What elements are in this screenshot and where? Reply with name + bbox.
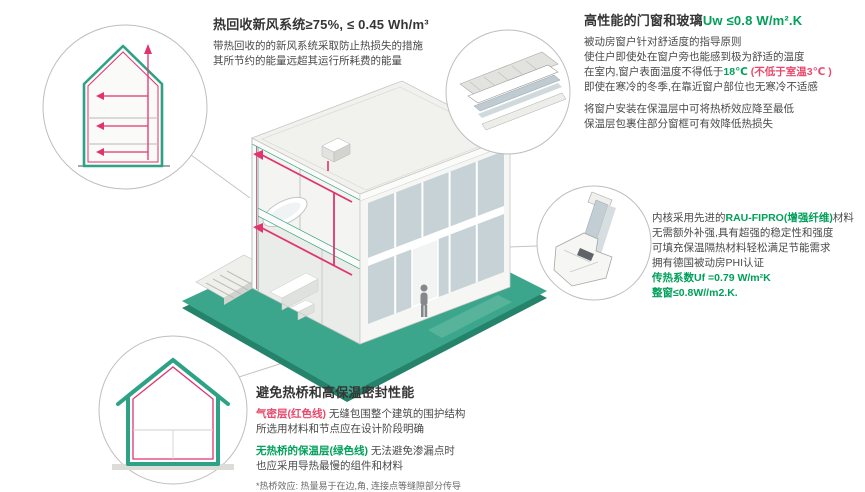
connector-profile: [506, 245, 538, 248]
ventilation-body-2: 其所节约的能量远超其运行所耗费的能量: [213, 55, 402, 67]
window-profile-detail: [553, 191, 616, 287]
roof: [251, 80, 511, 202]
profile-callout: 内核采用先进的RAU-FIPRO(增强纤维)材料 无需额外补强,具有超强的稳定性…: [652, 211, 865, 301]
insulation-p2: 所选用材料和节点应在设计阶段明确: [256, 423, 424, 435]
duct-upper: [261, 154, 353, 203]
platform-path: [428, 295, 512, 338]
profile-p4: 拥有德国被动房PHI认证: [652, 257, 765, 269]
profile-u-value-frame: 传热系数Uf =0.79 W/m²K: [652, 272, 771, 284]
profile-glass-2: [592, 205, 616, 257]
window-title-main: 高性能的门窗和玻璃: [584, 13, 703, 28]
profile-p1-text: 内核采用先进的: [652, 212, 726, 224]
insulation-layer-label: 无热桥的保温层(绿色线): [256, 445, 368, 457]
insulation-p1-text: 无缝包围整个建筑的围护结构: [326, 408, 466, 420]
person-figure: [420, 284, 428, 317]
glazing-upper: [368, 151, 504, 258]
facade-slab-band: [368, 206, 504, 266]
window-p3: 在室内,窗户表面温度不得低于18℃ (不低于室温3℃ ): [584, 65, 862, 80]
profile-p3: 可填充保温隔热材料轻松满足节能需求: [652, 242, 831, 254]
insulation-circle: [98, 335, 248, 485]
window-corner-circle: [445, 29, 571, 155]
window-p3-text: 在室内,窗户表面温度不得低于: [584, 66, 724, 78]
left-wall-cut: [251, 137, 259, 292]
duct-arrows: [253, 150, 263, 233]
ventilation-callout: 热回收新风系统≥75%, ≤ 0.45 Wh/m³ 带热回收的的新风系统采取防止…: [213, 14, 513, 69]
wall-band: [459, 51, 559, 97]
window-frame: [467, 64, 559, 104]
insulation-title: 避免热桥和高保温密封性能: [256, 385, 415, 400]
ventilation-ducts: [261, 154, 353, 276]
window-p4: 即使在寒冷的冬季,在靠近窗户部位也无寒冷不适感: [584, 81, 818, 93]
profile-body: [553, 232, 613, 287]
window-sill: [481, 92, 567, 131]
airflow-arrows: [96, 44, 152, 156]
insulation-p4: 也应采用导热最慢的组件和材料: [256, 460, 403, 472]
interior-upper-room: [252, 138, 360, 261]
insulation-ground: [112, 464, 234, 470]
kitchen-counter: [269, 272, 319, 321]
profile-gasket: [577, 248, 594, 261]
insulation-p1: 气密层(红色线) 无缝包围整个建筑的围护结构: [256, 407, 576, 422]
duct-mid: [261, 227, 353, 276]
profile-p1: 内核采用先进的RAU-FIPRO(增强纤维)材料: [652, 211, 865, 226]
cutaway-house: [251, 80, 511, 345]
glass-pane-2: [478, 83, 562, 118]
window-corner-detail: [459, 51, 567, 131]
ventilation-title: 热回收新风系统≥75%, ≤ 0.45 Wh/m³: [213, 17, 429, 32]
profile-p1-tail: 材料: [832, 212, 854, 224]
airtight-layer-label: 气密层(红色线): [256, 408, 326, 420]
glass-door: [411, 237, 439, 309]
window-p1: 被动房窗户针对舒适度的指导原则: [584, 36, 742, 48]
glass-facade: [359, 136, 511, 345]
connector-ventilation: [190, 154, 251, 199]
insulation-p3-text: 无法避免渗漏点时: [368, 445, 455, 457]
window-p6: 保温层包裹住部分窗框可有效降低热损失: [584, 118, 773, 130]
profile-u-value-window: 整窗≤0.8W//m2.K.: [652, 287, 738, 299]
ventilation-circle: [42, 24, 208, 190]
ventilation-house-section: [78, 44, 170, 168]
thermal-bridge-footnote: *热桥效应: 热量易于在边,角, 连接点等缝隙部分传导: [256, 481, 462, 491]
insulation-p3: 无热桥的保温层(绿色线) 无法避免渗漏点时: [256, 444, 576, 459]
window-profile-circle: [536, 185, 652, 301]
insulation-callout: 避免热桥和高保温密封性能 气密层(红色线) 无缝包围整个建筑的围护结构 所选用材…: [256, 382, 576, 492]
airtight-layer-outline: [132, 366, 214, 460]
window-p3-note: (不低于室温3℃ ): [747, 66, 832, 78]
window-title: 高性能的门窗和玻璃Uw ≤0.8 W/m².K: [584, 10, 862, 29]
ventilation-body-1: 带热回收的的新风系统采取防止热损失的措施: [213, 40, 423, 52]
window-p5: 将窗户安装在保温层中可将热桥效应降至最低: [584, 103, 794, 115]
window-p3-temp: 18℃: [723, 66, 748, 78]
insulation-roof-overhang: [116, 357, 230, 406]
window-title-value: Uw ≤0.8 W/m².K: [702, 13, 803, 28]
profile-p1-material: RAU-FIPRO(增强纤维): [725, 212, 833, 224]
glass-pane: [473, 74, 561, 112]
roof-vent-unit: [321, 137, 351, 171]
profile-p2: 无需额外补强,具有超强的稳定性和强度: [652, 227, 834, 239]
window-callout: 高性能的门窗和玻璃Uw ≤0.8 W/m².K 被动房窗户针对舒适度的指导原则 …: [584, 10, 862, 132]
window-p2: 使住户即使处在窗户旁也能感到极为舒适的温度: [584, 51, 805, 63]
